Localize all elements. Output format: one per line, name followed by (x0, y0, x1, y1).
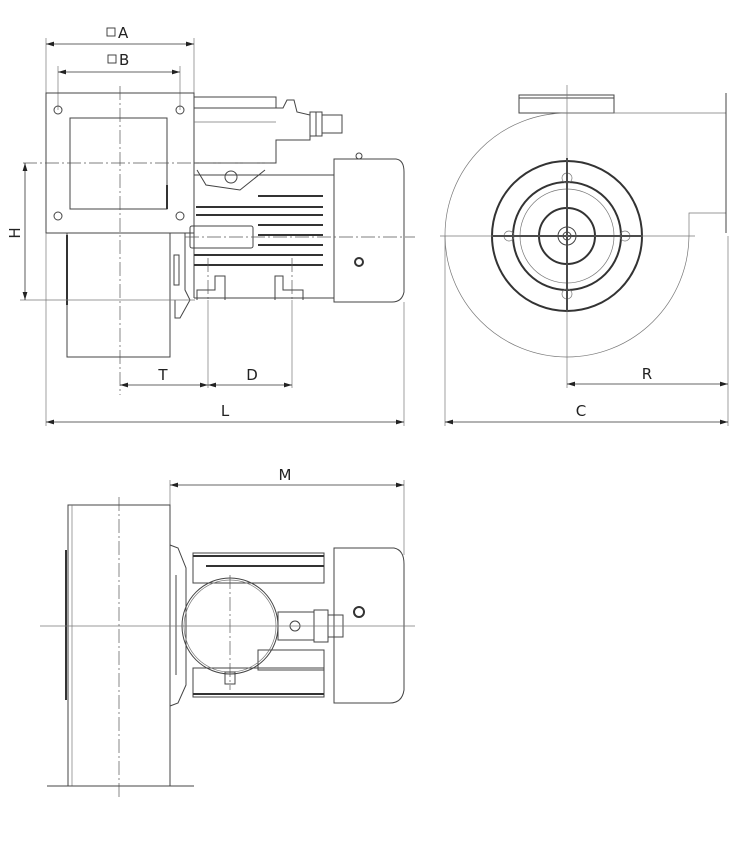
dim-r-label: R (642, 365, 652, 383)
fan-cover (333, 158, 405, 303)
dim-c-label: C (576, 402, 586, 420)
bolt-hole-icon (53, 105, 185, 221)
dim-b-label: B (119, 51, 129, 69)
square-symbol-icon (106, 27, 116, 37)
fan-housing (66, 232, 171, 358)
dim-a-label: A (118, 24, 129, 42)
dim-l-label: L (221, 402, 230, 420)
dim-m-label: M (279, 466, 292, 484)
motor-foot (196, 275, 226, 300)
nameplate (189, 225, 254, 249)
front-view: R C (440, 85, 729, 426)
cooling-fins (194, 195, 323, 266)
fan-cover-top (333, 547, 405, 704)
earth-terminal-icon (224, 170, 238, 184)
side-view: A B (6, 24, 415, 426)
dim-h-label: H (6, 227, 24, 238)
dim-d-label: D (246, 366, 258, 384)
scroll-housing (444, 112, 726, 358)
top-view: M (40, 466, 415, 798)
square-symbol-icon (107, 54, 117, 64)
dim-t-label: T (157, 366, 168, 384)
motor-foot (274, 275, 304, 300)
